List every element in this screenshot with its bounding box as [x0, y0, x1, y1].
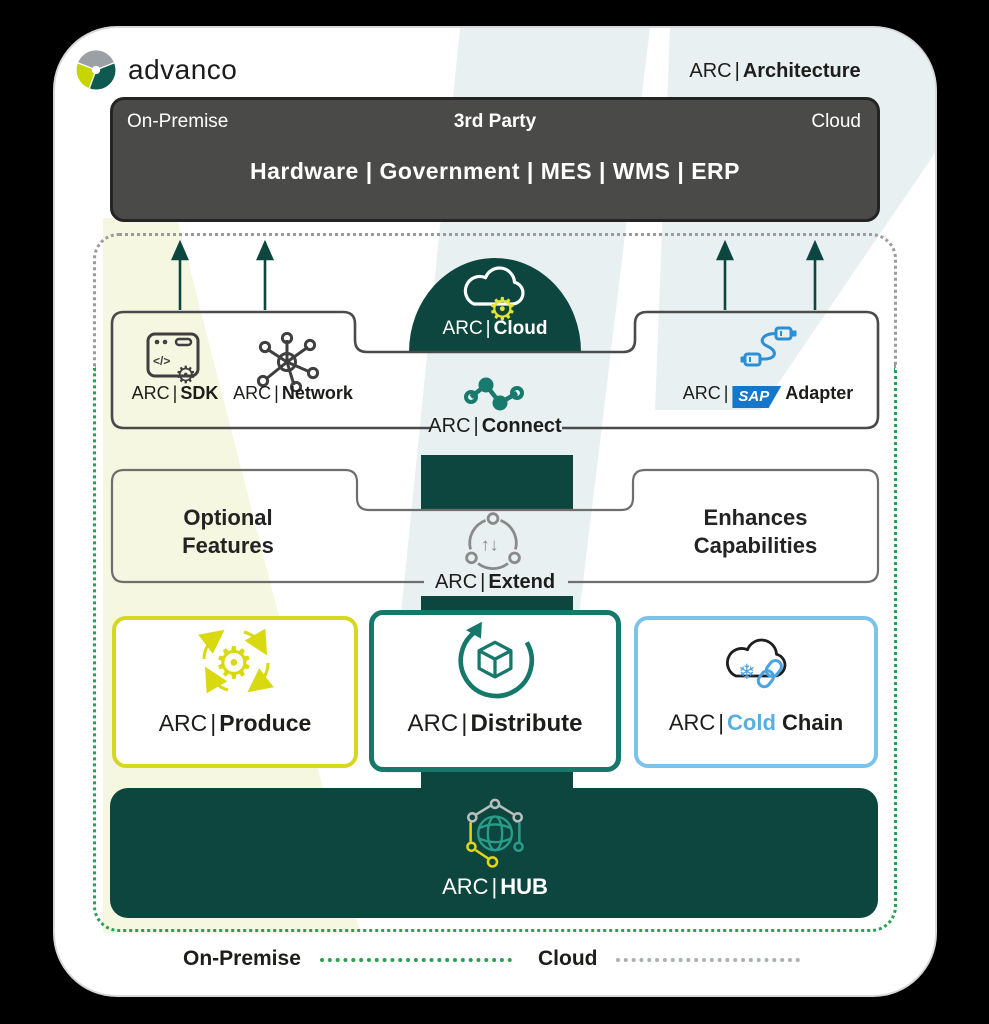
arc-network-label: ARC|Network — [233, 383, 353, 403]
legend-cloud-line — [616, 958, 800, 962]
distribute-cycle-icon — [458, 621, 535, 699]
arc-extend-label: ARC|Extend — [434, 571, 556, 593]
cloud-gear-icon: ⚙ — [463, 266, 525, 324]
sap-logo: SAP — [732, 386, 782, 408]
arc-distribute-box — [369, 610, 621, 772]
hub-globe-icon — [466, 798, 524, 868]
third-party-box: On-Premise 3rd Party Cloud Hardware | Go… — [110, 97, 880, 222]
svg-text:⚙: ⚙ — [488, 291, 517, 324]
arc-sdk-label: ARC|SDK — [131, 383, 219, 403]
arc-distribute-label: ARC|Distribute — [407, 710, 583, 737]
network-icon — [256, 331, 320, 392]
svg-text:</>: </> — [153, 354, 170, 368]
advanco-logo-icon — [75, 49, 117, 91]
svg-text:❄: ❄ — [738, 661, 756, 684]
sap-cable-icon — [740, 326, 797, 367]
produce-gear-icon: ⚙ — [198, 628, 274, 694]
optional-features-note: Optional Features — [182, 505, 274, 558]
third-party-label: 3rd Party — [453, 111, 537, 132]
svg-text:↑↓: ↑↓ — [481, 534, 499, 554]
arc-cold-chain-label: ARC|Cold Chain — [668, 710, 844, 735]
legend-cloud-label: Cloud — [538, 947, 598, 970]
connect-nodes-icon — [464, 377, 524, 411]
arc-hub-box — [110, 788, 878, 918]
arc-produce-label: ARC|Produce — [158, 710, 312, 736]
enhances-capabilities-note: Enhances Capabilities — [693, 505, 818, 558]
arc-produce-box — [112, 616, 358, 768]
arc-cloud-label: ARC|Cloud — [442, 318, 548, 339]
arc-architecture-title: ARC|Architecture — [689, 60, 861, 82]
arc-hub-label: ARC|HUB — [442, 874, 548, 899]
sdk-icon: </> ⚙ — [146, 332, 200, 384]
third-party-systems: Hardware | Government | MES | WMS | ERP — [249, 158, 740, 184]
legend-on-premise-line — [320, 958, 512, 962]
on-premise-dotted-frame — [93, 368, 897, 932]
extend-sync-icon: ↑↓ — [465, 512, 521, 570]
svg-text:⚙: ⚙ — [175, 362, 197, 384]
connector-band-top — [421, 455, 573, 510]
svg-text:⚙: ⚙ — [214, 639, 253, 688]
cold-chain-cloud-icon: ❄ — [726, 638, 787, 689]
cloud-dotted-frame — [93, 233, 897, 368]
arc-connect-label: ARC|Connect — [428, 415, 562, 437]
legend-on-premise-label: On-Premise — [183, 947, 301, 970]
on-premise-label: On-Premise — [127, 111, 229, 132]
cloud-label: Cloud — [811, 111, 861, 132]
brand-name: advanco — [128, 54, 238, 85]
